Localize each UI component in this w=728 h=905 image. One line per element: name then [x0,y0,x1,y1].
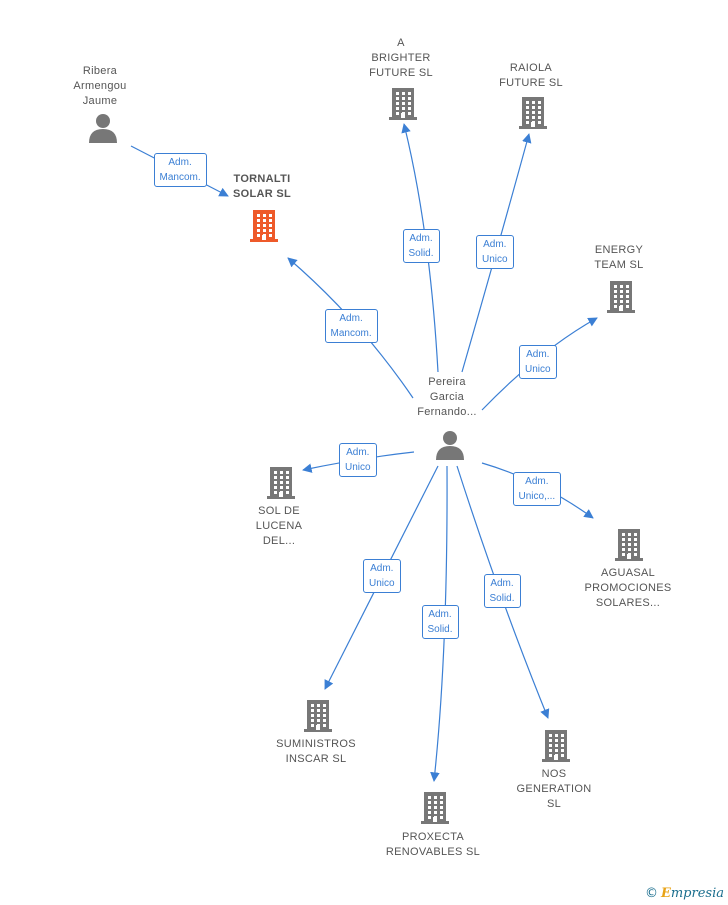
node-label-nos[interactable]: NOS GENERATION SL [516,768,592,810]
node-label-proxecta[interactable]: PROXECTA RENOVABLES SL [385,831,481,858]
edge-label-pereira-nos[interactable]: Adm. Solid. [483,574,521,608]
building-icon-raiola[interactable] [518,95,548,134]
empresia-logo[interactable]: ©Empresia [644,886,724,901]
node-label-sol[interactable]: SOL DE LUCENA DEL... [255,505,303,547]
node-label-aguasal[interactable]: AGUASAL PROMOCIONES SOLARES... [584,567,672,609]
building-icon-sol[interactable] [266,465,296,504]
node-label-tornalti[interactable]: TORNALTI SOLAR SL [232,173,291,200]
edge-label-ribera-tornalti[interactable]: Adm. Mancom. [153,153,207,187]
copyright-icon: © [644,886,658,901]
node-label-raiola[interactable]: RAIOLA FUTURE SL [499,62,563,89]
edge-label-pereira-energy[interactable]: Adm. Unico [519,345,557,379]
node-label-brighter[interactable]: A BRIGHTER FUTURE SL [369,37,433,79]
node-label-energy[interactable]: ENERGY TEAM SL [594,244,644,271]
edge-label-pereira-sol[interactable]: Adm. Unico [339,443,377,477]
edge-label-pereira-brighter[interactable]: Adm. Solid. [402,229,440,263]
building-icon-suministros[interactable] [303,698,333,737]
node-label-pereira[interactable]: Pereira Garcia Fernando... [417,376,477,418]
edge-label-pereira-tornalti[interactable]: Adm. Mancom. [324,309,378,343]
building-icon-energy[interactable] [606,279,636,318]
building-icon-aguasal[interactable] [614,527,644,566]
node-label-suministros[interactable]: SUMINISTROS INSCAR SL [276,738,356,765]
person-icon-pereira[interactable] [435,430,465,465]
building-icon-nos[interactable] [541,728,571,767]
edge-label-pereira-raiola[interactable]: Adm. Unico [476,235,514,269]
person-icon-ribera[interactable] [88,113,118,148]
edge-label-pereira-proxecta[interactable]: Adm. Solid. [421,605,459,639]
building-icon-tornalti[interactable] [249,208,279,247]
node-label-ribera[interactable]: Ribera Armengou Jaume [73,65,127,107]
edge-label-pereira-aguasal[interactable]: Adm. Unico,... [512,472,562,506]
edge-label-pereira-suministros[interactable]: Adm. Unico [363,559,401,593]
building-icon-brighter[interactable] [388,86,418,125]
building-icon-proxecta[interactable] [420,790,450,829]
